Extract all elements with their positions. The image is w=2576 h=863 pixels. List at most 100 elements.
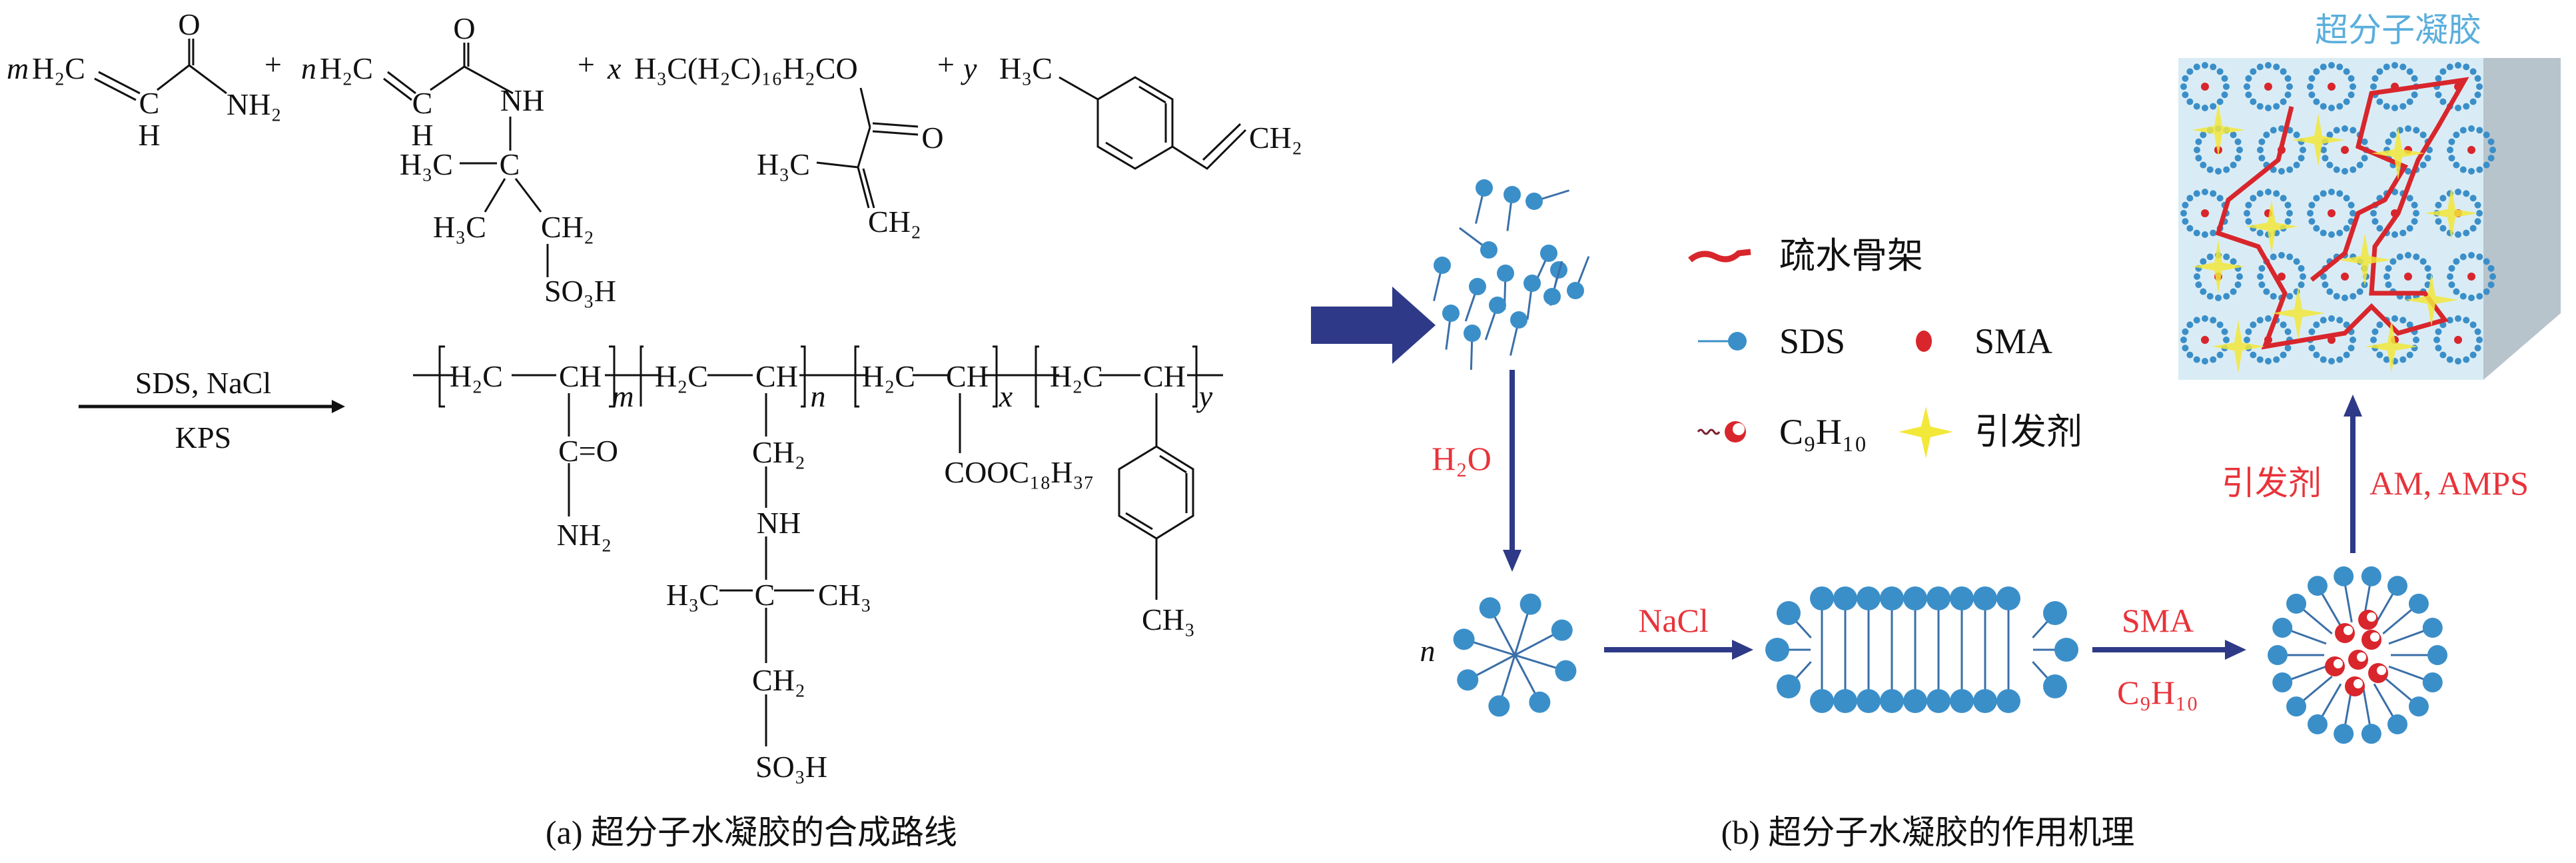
label-c9h10: C₉H₁₀	[2117, 674, 2198, 711]
gel-network	[2180, 62, 2496, 373]
micelle-head	[2195, 281, 2202, 289]
sds-head	[2308, 576, 2328, 596]
micelle-head	[2278, 168, 2285, 175]
micelle-head	[2356, 288, 2363, 295]
initiator-star	[2192, 103, 2245, 157]
micelle-head	[2468, 295, 2475, 301]
coefficient-x: x	[607, 51, 622, 85]
micelle-head	[2200, 131, 2207, 139]
micelle-head	[2263, 131, 2270, 139]
micelle-head	[2263, 288, 2270, 295]
atom-label: H₂C	[655, 359, 708, 393]
sds-head	[2286, 593, 2307, 614]
micelle-head	[2487, 281, 2495, 289]
micelle-head	[2406, 98, 2413, 105]
micelle-head	[2298, 265, 2305, 272]
highlight	[2367, 612, 2376, 622]
micelle-head	[2391, 231, 2398, 238]
micelle-head	[2273, 356, 2280, 363]
micelle-head	[2193, 317, 2200, 324]
micelle-head	[2216, 68, 2224, 75]
micelle-head	[2383, 273, 2390, 280]
micelle-head	[2342, 168, 2348, 175]
micelle-head	[2202, 189, 2208, 195]
micelle-head	[2439, 68, 2447, 75]
sds-head	[1457, 669, 1479, 691]
micelle-head	[2284, 328, 2292, 335]
sds-head	[2054, 638, 2078, 662]
micelle-head	[2350, 127, 2357, 134]
micelle-core	[2454, 336, 2462, 344]
micelle-head	[2223, 166, 2230, 173]
sds-head	[1833, 689, 1857, 713]
micelle-head	[2273, 190, 2280, 197]
micelle-head	[2307, 83, 2314, 90]
micelle-head	[2273, 63, 2280, 71]
sds-head	[1950, 586, 1974, 610]
micelle-head	[2474, 201, 2481, 209]
sds-head	[1857, 689, 1881, 713]
micelle-head	[2202, 105, 2208, 111]
big-arrow-icon	[1311, 287, 1436, 364]
c9h10-icon	[1697, 429, 1721, 435]
micelle-head	[2215, 295, 2222, 301]
sds-head	[2361, 566, 2381, 586]
micelle-head	[2476, 337, 2483, 343]
micelle-head	[2200, 288, 2207, 295]
monomer-amps: n H₂C C H O NH H₃C C H₃C CH₂ SO₃H	[301, 11, 616, 308]
micelle-head	[2256, 356, 2264, 363]
micelle-head	[2476, 83, 2483, 90]
micelle-head	[2265, 358, 2272, 365]
micelle-head	[2328, 105, 2335, 111]
micelle-head	[2399, 317, 2407, 324]
micelle-head	[2265, 189, 2272, 195]
sds-head	[2408, 696, 2429, 717]
micelle-head	[2230, 161, 2237, 169]
atom-label: H₃C	[400, 147, 453, 181]
micelle-head	[2399, 103, 2407, 110]
micelle-head	[2468, 125, 2475, 132]
monomer-acrylamide: m H₂C C H O NH₂	[7, 7, 281, 152]
micelle-head	[2419, 131, 2427, 139]
micelle-head	[2399, 63, 2407, 71]
atom-label: CH	[946, 359, 989, 393]
micelle-head	[2186, 195, 2194, 202]
micelle-head	[2376, 68, 2383, 75]
micelle-head	[2257, 147, 2264, 153]
micelle-head	[2193, 356, 2200, 363]
atom-label: H₃C	[757, 147, 810, 181]
sds-head	[1488, 695, 1510, 717]
micelle-head	[2336, 63, 2344, 71]
micelle-head	[2439, 351, 2447, 359]
micelle-head	[2447, 273, 2453, 280]
atom-label: CH₂	[868, 205, 921, 239]
sds-head	[2334, 724, 2354, 744]
atom-label: CH₂	[752, 663, 805, 697]
sds-head	[1551, 619, 1573, 641]
micelle-head	[2376, 98, 2383, 105]
legend-c9h10: C₉H₁₀	[1779, 412, 1867, 452]
initiator-star	[2338, 233, 2391, 287]
label-initiator: 引发剂	[2222, 464, 2322, 502]
micelle-head	[2356, 161, 2363, 169]
micelle-head	[2343, 351, 2350, 359]
micelle-core	[2201, 209, 2209, 217]
legend-sma: SMA	[1974, 321, 2052, 361]
atom-label: H₂C	[32, 51, 85, 85]
sds-head	[1927, 689, 1950, 713]
micelle-head	[2256, 63, 2264, 71]
micelle-head	[2182, 201, 2189, 209]
side-chain-bonds	[568, 393, 1158, 746]
sds-head	[2334, 566, 2354, 586]
repeat-unit-brackets	[438, 345, 1198, 408]
micelle-head	[2230, 258, 2237, 265]
micelle-head	[2371, 328, 2379, 335]
atom-label: H	[138, 118, 160, 152]
micelle-head	[2406, 351, 2413, 359]
sds-head	[1777, 674, 1801, 698]
atom-label: C	[412, 86, 433, 120]
legend: 疏水骨架 SDS SMA C₉H₁₀ 引发剂	[1688, 236, 2082, 458]
plus-sign: +	[578, 47, 595, 81]
subscript-y: y	[1196, 379, 1213, 413]
micelle-head	[2406, 321, 2413, 329]
